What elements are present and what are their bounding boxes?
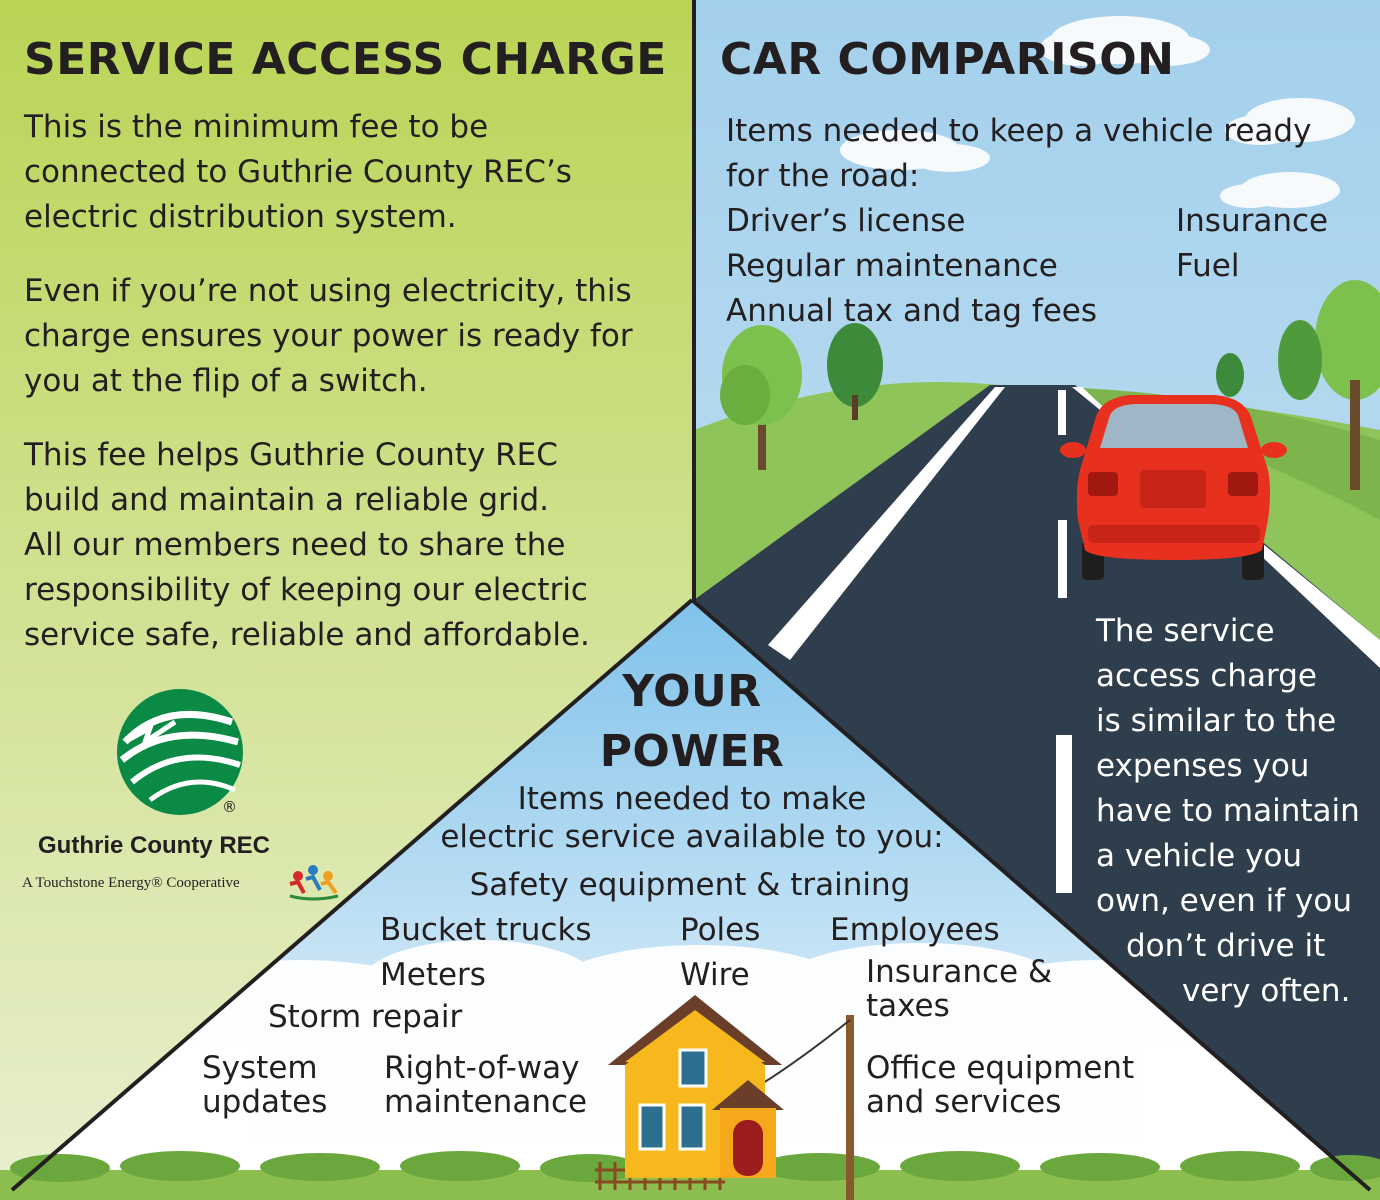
left-paragraph-3-line-4: responsibility of keeping our electric [24,572,588,608]
power-item-storm-repair: Storm repair [268,999,463,1035]
left-paragraph-1-line-1: This is the minimum fee to be [24,109,489,145]
logo-name: Guthrie County REC [38,832,270,859]
car-item-fuel: Fuel [1176,248,1240,284]
utility-pole [759,1015,854,1200]
power-item-insurance-line-2: taxes [866,988,950,1024]
power-item-system-updates-line-1: System [202,1050,318,1086]
note-line-9: very often. [1182,973,1351,1009]
power-item-poles: Poles [680,912,761,948]
car-item-annual-tax: Annual tax and tag fees [726,293,1098,329]
center-intro-line-1: Items needed to make [517,781,867,817]
power-item-office-line-2: and services [866,1084,1062,1120]
guthrie-logo-mark [117,689,243,815]
note-line-7: own, even if you [1096,883,1353,919]
right-panel-title: CAR COMPARISON [720,34,1175,85]
left-paragraph-3-line-3: All our members need to share the [24,527,566,563]
power-item-bucket-trucks: Bucket trucks [380,912,592,948]
touchstone-people-icon [289,865,339,901]
power-item-insurance-line-1: Insurance & [866,954,1053,990]
bushes [10,1151,1380,1182]
power-item-system-updates-line-2: updates [202,1084,328,1120]
left-panel-title: SERVICE ACCESS CHARGE [24,34,667,85]
note-line-3: is similar to the [1096,703,1337,739]
clouds [840,16,1355,208]
right-intro-line-1: Items needed to keep a vehicle ready [726,113,1312,149]
power-item-right-of-way-line-1: Right-of-way [384,1050,580,1086]
power-item-right-of-way-line-2: maintenance [384,1084,588,1120]
car-item-regular-maintenance: Regular maintenance [726,248,1058,284]
left-paragraph-3-line-2: build and maintain a reliable grid. [24,482,549,518]
house [608,995,784,1178]
power-item-safety: Safety equipment & training [469,867,911,903]
left-paragraph-1-line-3: electric distribution system. [24,199,457,235]
divider-lines [10,0,1372,1192]
power-item-office-line-1: Office equipment [866,1050,1135,1086]
power-item-employees: Employees [830,912,1000,948]
center-title-line-2: POWER [599,726,785,777]
left-paragraph-2-line-3: you at the flip of a switch. [24,363,428,399]
left-paragraph-2-line-2: charge ensures your power is ready for [24,318,633,354]
note-line-8: don’t drive it [1126,928,1326,964]
logo-tagline: A Touchstone Energy® Cooperative [22,875,240,891]
power-item-meters: Meters [380,957,486,993]
car-item-insurance: Insurance [1176,203,1329,239]
left-paragraph-2-line-1: Even if you’re not using electricity, th… [24,273,632,309]
left-paragraph-3-line-5: service safe, reliable and affordable. [24,617,590,653]
note-line-2: access charge [1096,658,1317,694]
note-line-5: have to maintain [1096,793,1360,829]
note-line-6: a vehicle you [1096,838,1303,874]
logo-registered-mark: ® [222,798,237,816]
red-car [1060,395,1287,580]
left-paragraph-1-line-2: connected to Guthrie County REC’s [24,154,572,190]
car-item-drivers-license: Driver’s license [726,203,966,239]
note-line-1: The service [1096,613,1275,649]
center-title-line-1: YOUR [622,666,762,717]
note-line-4: expenses you [1096,748,1310,784]
trees [720,280,1380,490]
center-intro-line-2: electric service available to you: [440,819,944,855]
power-item-wire: Wire [680,957,750,993]
right-intro-line-2: for the road: [726,158,920,194]
left-paragraph-3-line-1: This fee helps Guthrie County REC [24,437,558,473]
